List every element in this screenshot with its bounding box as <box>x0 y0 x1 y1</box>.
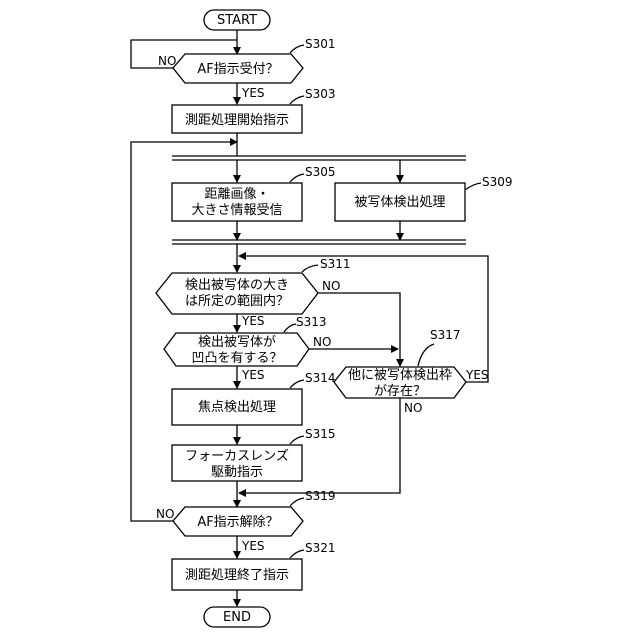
decision-s317: 他に被写体検出枠 が存在？ S317 YES NO <box>334 328 489 415</box>
s311-line1: 検出被写体の大き <box>185 278 289 293</box>
s301-step: S301 <box>305 37 336 51</box>
s311-yes-label: YES <box>241 314 265 328</box>
start-terminal: START <box>204 10 270 30</box>
s317-yes-label: YES <box>465 368 489 382</box>
s313-yes-label: YES <box>241 368 265 382</box>
s305-line2: 大きさ情報受信 <box>191 203 282 218</box>
s317-step: S317 <box>430 328 461 342</box>
process-s305: 距離画像・ 大きさ情報受信 S305 <box>172 165 336 221</box>
s319-label: AF指示解除？ <box>197 515 278 530</box>
parallel-bar-join <box>172 240 466 244</box>
s321-step: S321 <box>305 541 336 555</box>
s314-label: 焦点検出処理 <box>198 400 276 415</box>
s321-label: 測距処理終了指示 <box>185 567 289 583</box>
s317-line1: 他に被写体検出枠 <box>348 368 452 383</box>
s317-line2: が存在？ <box>374 384 426 399</box>
s313-no-label: NO <box>313 335 331 349</box>
parallel-bar-fork <box>172 156 466 160</box>
end-label: END <box>223 610 251 625</box>
s311-line2: は所定の範囲内？ <box>185 293 289 309</box>
s305-step: S305 <box>305 165 336 179</box>
s313-step: S313 <box>296 315 327 329</box>
s319-step: S319 <box>305 489 336 503</box>
s313-line2: 凹凸を有する？ <box>191 351 282 366</box>
s315-line2: 駆動指示 <box>211 465 263 480</box>
s313-line1: 検出被写体が <box>198 335 276 350</box>
s315-step: S315 <box>305 427 336 441</box>
s309-step: S309 <box>482 175 513 189</box>
s311-no-label: NO <box>322 279 340 293</box>
s303-label: 測距処理開始指示 <box>185 113 289 128</box>
start-label: START <box>217 13 257 28</box>
s301-yes-label: YES <box>241 86 265 100</box>
process-s315: フォーカスレンズ 駆動指示 S315 <box>172 427 336 481</box>
s315-line1: フォーカスレンズ <box>185 448 289 464</box>
s305-line1: 距離画像・ <box>204 187 269 202</box>
end-terminal: END <box>204 607 270 627</box>
s303-step: S303 <box>305 87 336 101</box>
s309-label: 被写体検出処理 <box>354 195 445 210</box>
process-s309: 被写体検出処理 S309 <box>335 175 513 221</box>
s301-no-label: NO <box>158 54 176 68</box>
s301-label: AF指示受付？ <box>197 62 278 77</box>
s319-yes-label: YES <box>241 539 265 553</box>
s311-step: S311 <box>320 257 351 271</box>
s314-step: S314 <box>305 371 336 385</box>
s317-no-label: NO <box>404 401 422 415</box>
s319-no-label: NO <box>156 507 174 521</box>
